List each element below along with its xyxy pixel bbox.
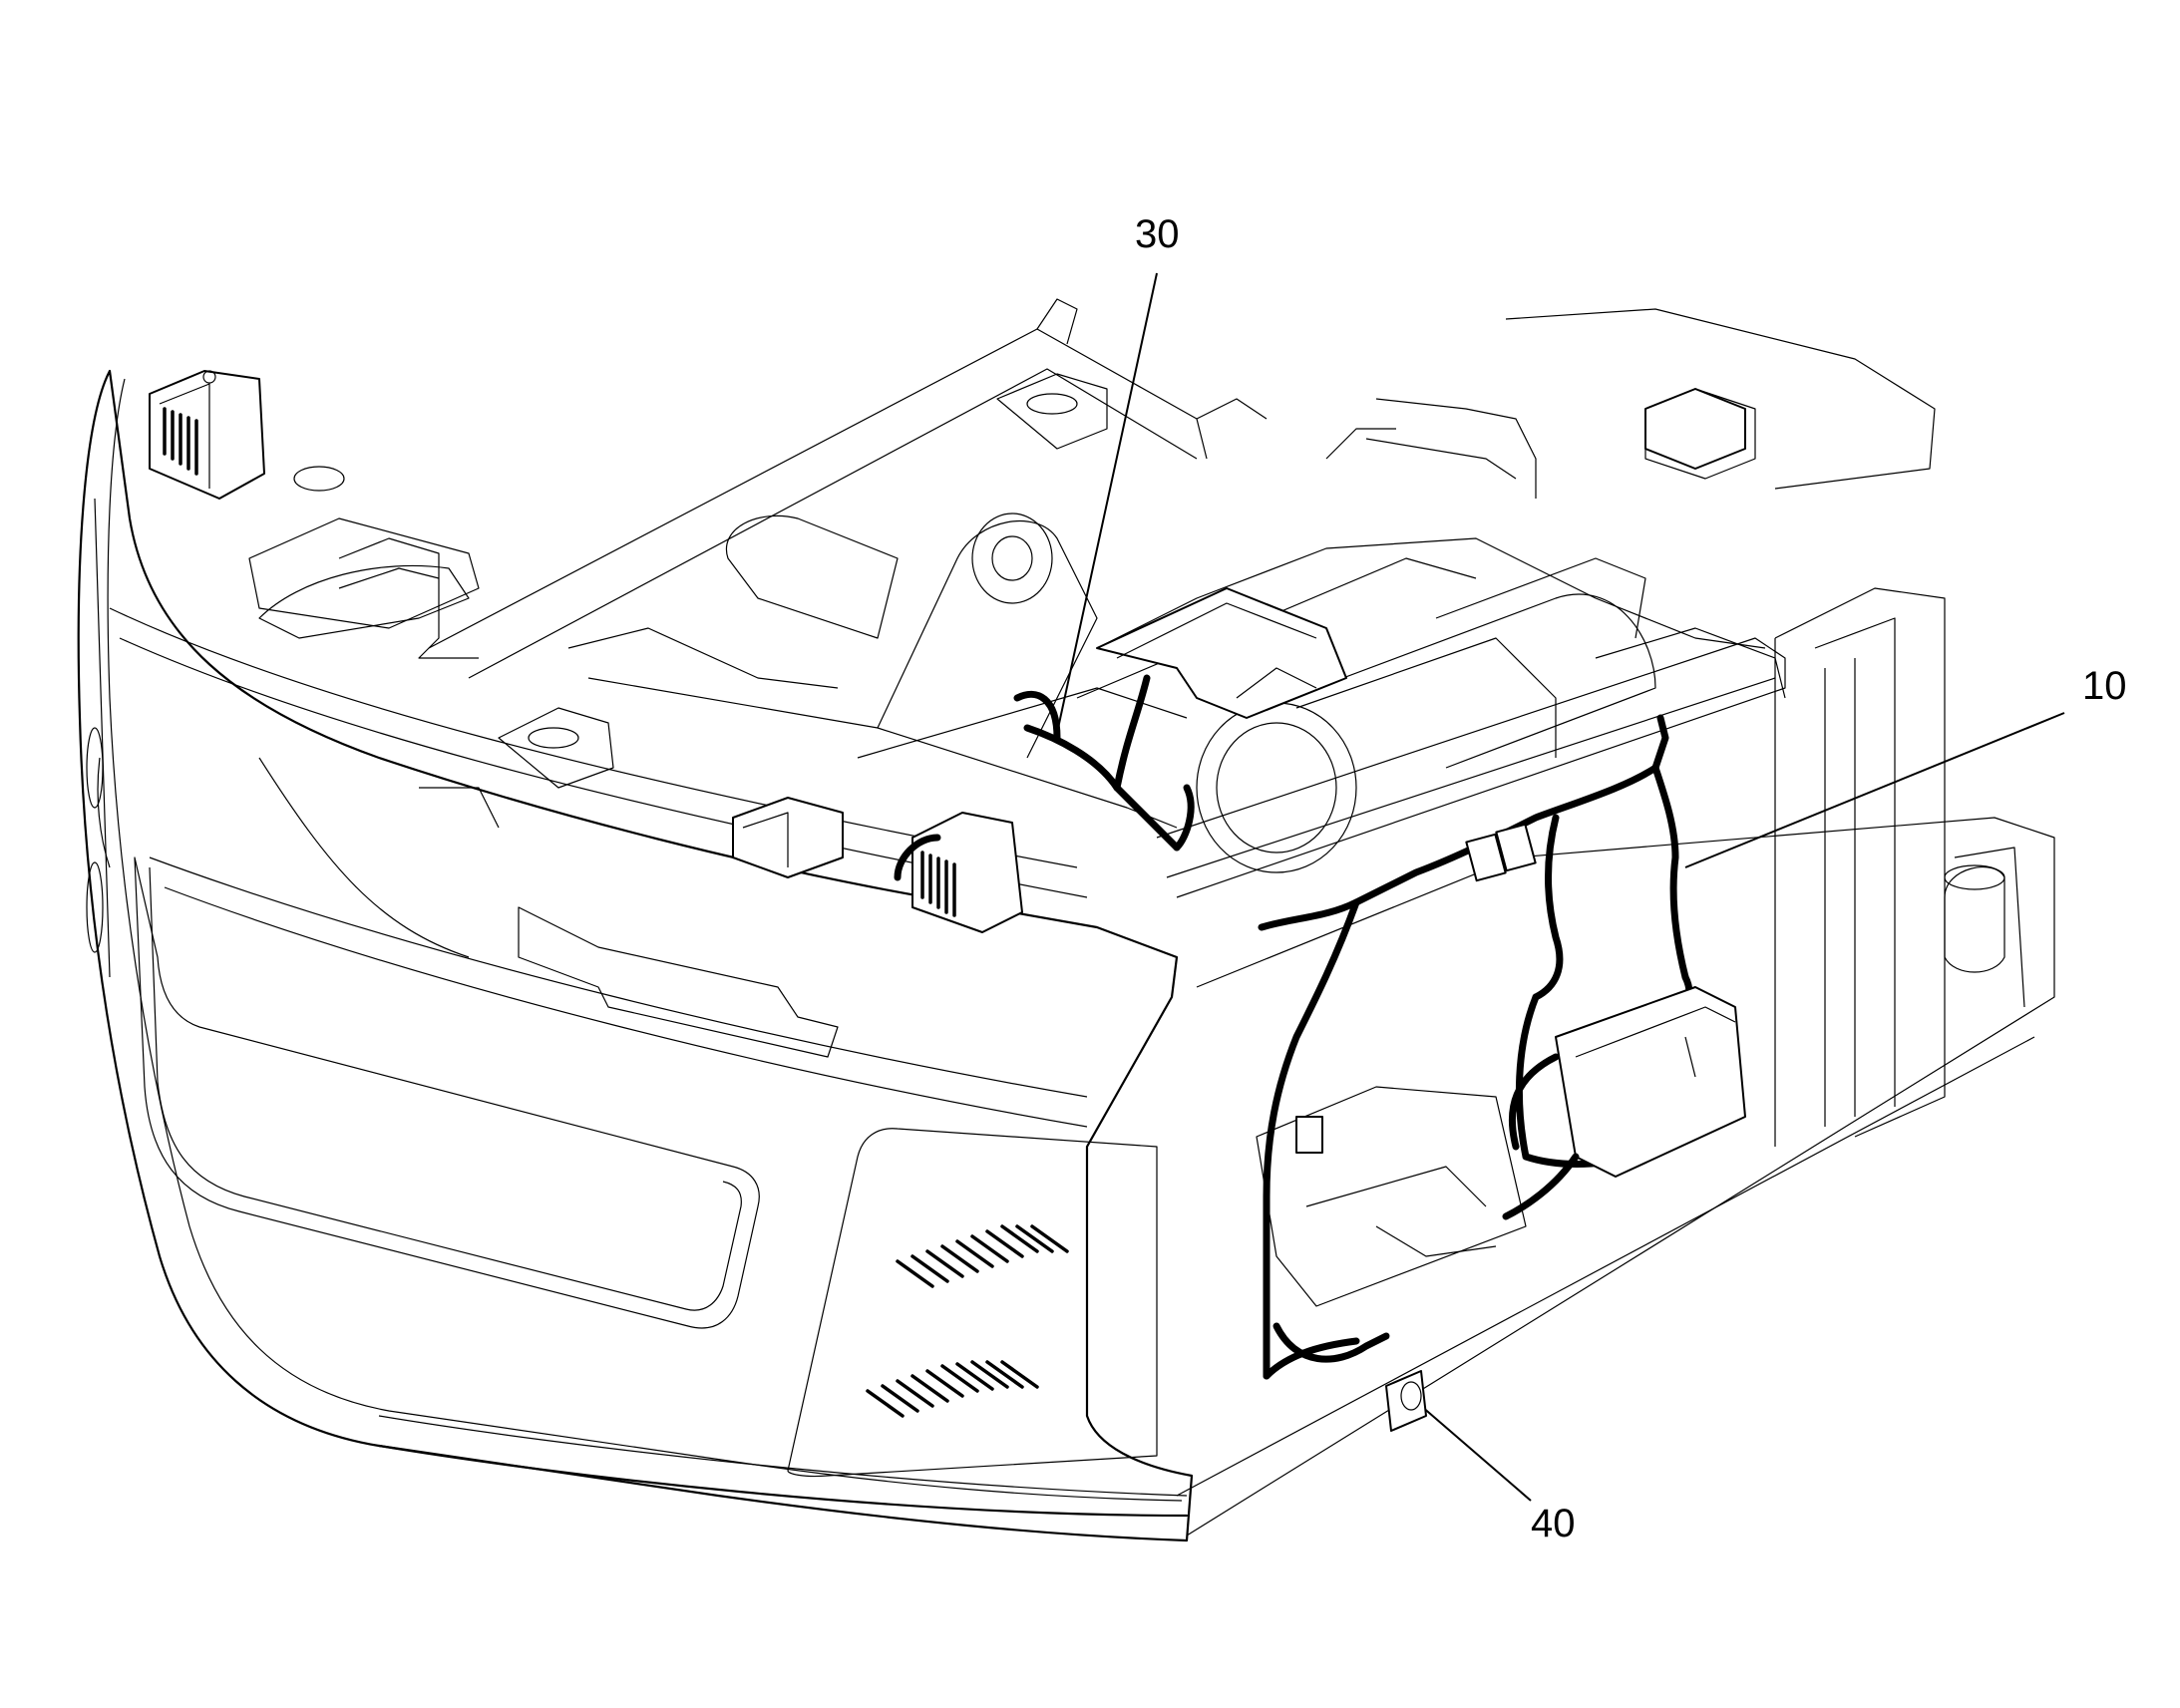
- side-vents: [866, 1224, 1069, 1418]
- leader-10: [1684, 712, 2065, 868]
- leader-40: [1420, 1405, 1532, 1502]
- callout-40: 40: [1531, 1502, 1576, 1545]
- connector-40: [1385, 1370, 1427, 1432]
- wire-harness: [894, 674, 1746, 1380]
- callout-10: 10: [2082, 664, 2127, 708]
- leader-30: [1056, 272, 1158, 734]
- upper-frame: [248, 298, 1268, 829]
- callout-30: 30: [1135, 212, 1180, 256]
- engine-section: [1076, 308, 2055, 1537]
- counterweight: [77, 369, 1194, 1542]
